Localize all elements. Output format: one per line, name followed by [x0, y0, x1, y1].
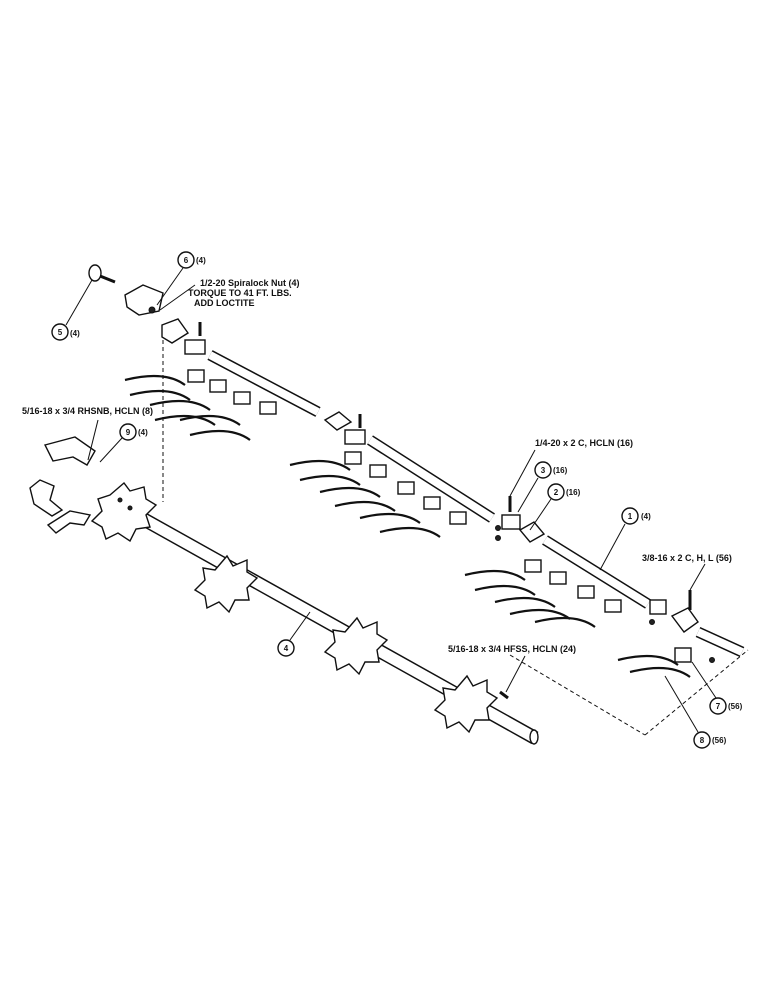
svg-text:5: 5: [58, 328, 63, 337]
callout-4: 4: [277, 611, 311, 657]
svg-text:(56): (56): [728, 702, 743, 711]
svg-text:6: 6: [184, 256, 189, 265]
tine-bar: [367, 435, 495, 523]
svg-text:1: 1: [628, 512, 633, 521]
clamp-segment: [29, 436, 96, 534]
svg-text:2: 2: [554, 488, 559, 497]
bolt-1420-note: 1/4-20 x 2 C, HCLN (16): [509, 438, 633, 497]
spiralock-note: 1/2-20 Spiralock Nut (4) TORQUE TO 41 FT…: [159, 278, 300, 311]
bearing: [124, 284, 699, 633]
callout-9: 9 (4): [99, 423, 148, 463]
svg-text:ADD LOCTITE: ADD LOCTITE: [194, 298, 255, 308]
svg-text:(4): (4): [138, 428, 148, 437]
bolt-3816-note: 3/8-16 x 2 C, H, L (56): [642, 553, 732, 591]
svg-text:3/8-16 x 2 C, H, L (56): 3/8-16 x 2 C, H, L (56): [642, 553, 732, 563]
tine-group: [464, 559, 622, 628]
svg-text:(56): (56): [712, 736, 727, 745]
callout-5: 5 (4): [51, 279, 93, 341]
tine-bar: [207, 350, 321, 417]
tine-group: [289, 451, 467, 538]
svg-text:7: 7: [716, 702, 721, 711]
tine-bar: [542, 535, 651, 609]
svg-text:4: 4: [284, 644, 289, 653]
spider-disc: [193, 554, 259, 614]
hfss-note: 5/16-18 x 3/4 HFSS, HCLN (24): [448, 644, 576, 693]
spider-disc: [90, 481, 158, 543]
tine-group: [617, 647, 692, 678]
knob-bolt: [88, 264, 116, 284]
hardware: [148, 306, 715, 700]
svg-text:TORQUE TO 41 FT. LBS.: TORQUE TO 41 FT. LBS.: [188, 288, 292, 298]
svg-text:8: 8: [700, 736, 705, 745]
svg-text:1/2-20 Spiralock Nut (4): 1/2-20 Spiralock Nut (4): [200, 278, 300, 288]
svg-text:(16): (16): [566, 488, 581, 497]
hidden-lines: [162, 340, 749, 736]
tine-group: [124, 369, 277, 441]
callout-1: 1 (4): [599, 507, 651, 571]
spider-disc: [433, 674, 499, 734]
svg-text:1/4-20 x 2 C, HCLN (16): 1/4-20 x 2 C, HCLN (16): [535, 438, 633, 448]
callout-6: 6 (4): [156, 251, 206, 306]
tine-bar: [695, 626, 745, 658]
svg-text:(4): (4): [70, 329, 80, 338]
rhsnb-note: 5/16-18 x 3/4 RHSNB, HCLN (8): [22, 406, 153, 461]
callout-3: 3 (16): [517, 461, 568, 513]
svg-text:9: 9: [126, 428, 131, 437]
svg-text:(16): (16): [553, 466, 568, 475]
spider-disc: [323, 616, 389, 676]
svg-text:5/16-18 x 3/4 HFSS, HCLN (24): 5/16-18 x 3/4 HFSS, HCLN (24): [448, 644, 576, 654]
callout-7: 7 (56): [691, 661, 743, 715]
svg-text:3: 3: [541, 466, 546, 475]
svg-text:5/16-18 x 3/4 RHSNB, HCLN (8): 5/16-18 x 3/4 RHSNB, HCLN (8): [22, 406, 153, 416]
callout-8: 8 (56): [664, 675, 727, 749]
svg-text:(4): (4): [641, 512, 651, 521]
callout-2: 2 (16): [529, 483, 581, 531]
svg-text:(4): (4): [196, 256, 206, 265]
